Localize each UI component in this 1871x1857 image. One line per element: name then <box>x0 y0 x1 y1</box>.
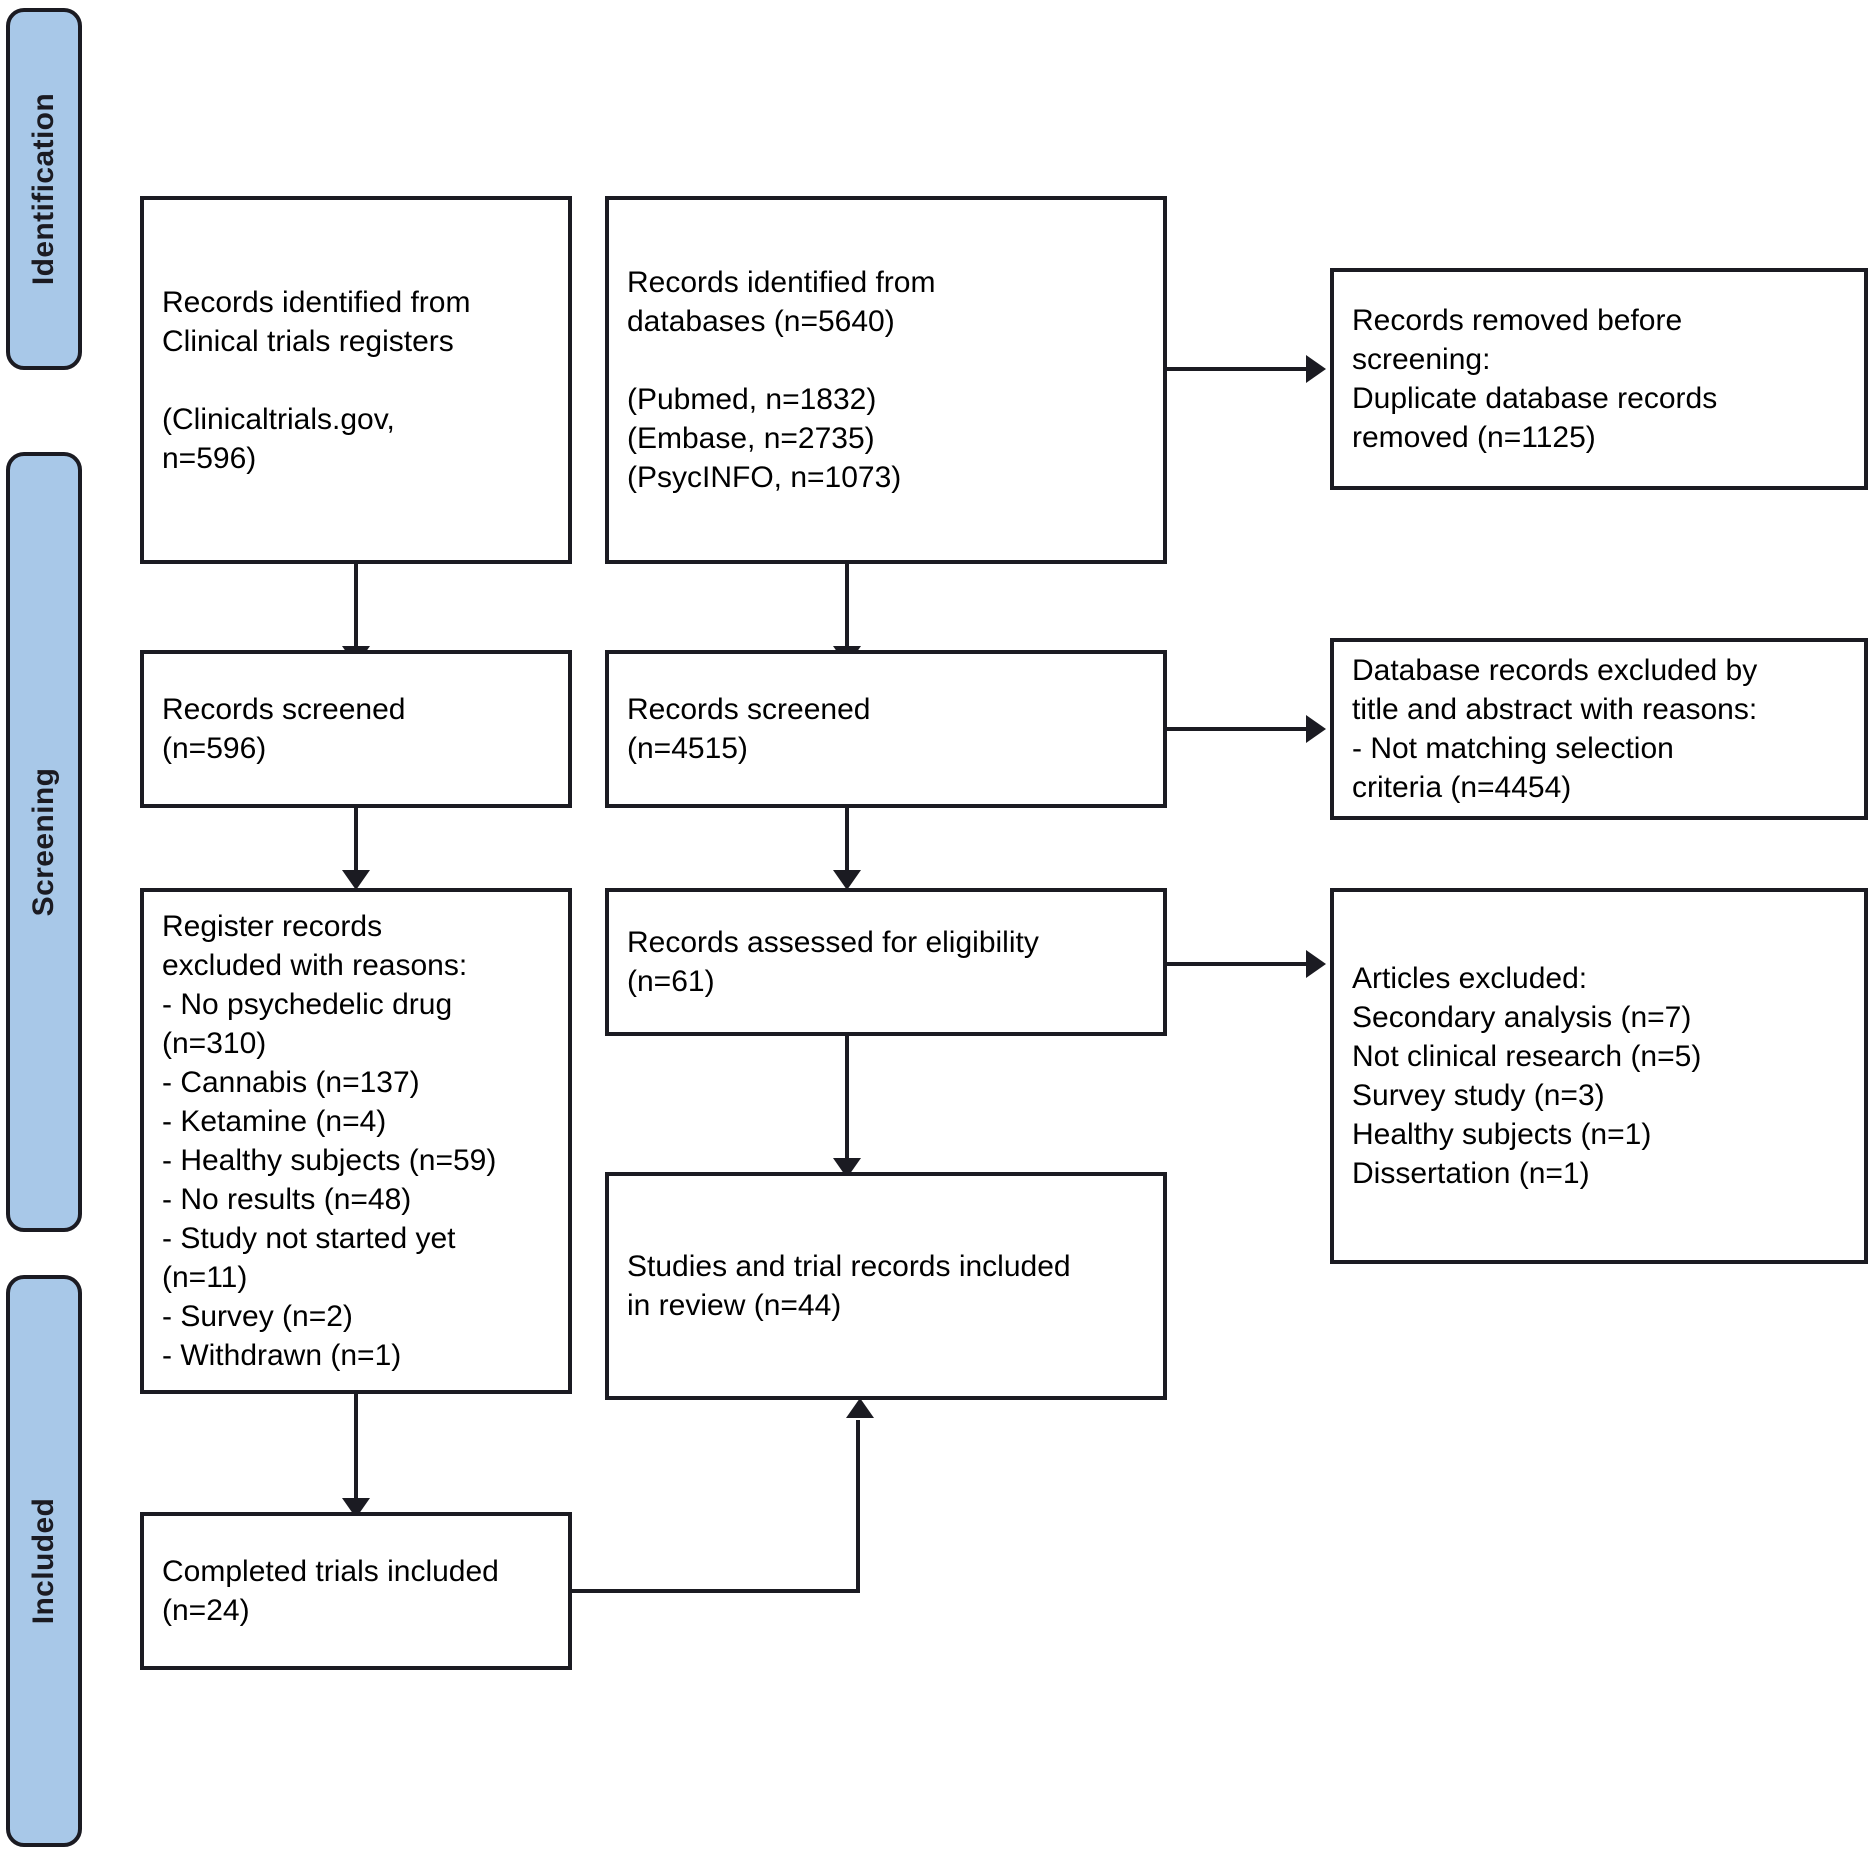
phase-bar-included: Included <box>6 1275 82 1847</box>
box-records-identified-registers: Records identified from Clinical trials … <box>140 196 572 564</box>
conn-completed-trials-elbow-h <box>570 1589 860 1593</box>
conn-registers-identified-to-screened <box>354 564 358 652</box>
conn-eligibility-to-articles-excluded <box>1167 962 1310 966</box>
box-completed-trials-included-text: Completed trials included (n=24) <box>162 1555 499 1627</box>
box-articles-excluded-text: Articles excluded: Secondary analysis (n… <box>1352 962 1702 1190</box>
box-articles-excluded: Articles excluded: Secondary analysis (n… <box>1330 888 1868 1264</box>
phase-label-screening: Screening <box>27 767 60 917</box>
box-records-identified-registers-text: Records identified from Clinical trials … <box>162 285 471 475</box>
phase-label-identification: Identification <box>27 92 60 286</box>
phase-label-included: Included <box>27 1497 60 1625</box>
arrow-databases-screened-to-eligibility <box>833 870 861 890</box>
conn-registers-screened-to-excluded <box>354 808 358 876</box>
conn-register-excluded-to-completed-trials <box>354 1394 358 1504</box>
box-database-records-excluded: Database records excluded by title and a… <box>1330 638 1868 820</box>
box-studies-and-trial-records-included: Studies and trial records included in re… <box>605 1172 1167 1400</box>
box-records-screened-registers: Records screened (n=596) <box>140 650 572 808</box>
conn-databases-screened-to-eligibility <box>845 808 849 876</box>
phase-bar-screening: Screening <box>6 452 82 1232</box>
box-register-records-excluded: Register records excluded with reasons: … <box>140 888 572 1394</box>
box-records-removed-before-screening: Records removed before screening: Duplic… <box>1330 268 1868 490</box>
conn-completed-trials-elbow-v <box>856 1420 860 1592</box>
box-records-screened-databases: Records screened (n=4515) <box>605 650 1167 808</box>
arrow-databases-to-removed <box>1306 355 1326 383</box>
box-register-records-excluded-text: Register records excluded with reasons: … <box>162 910 497 1372</box>
box-records-removed-before-screening-text: Records removed before screening: Duplic… <box>1352 304 1718 454</box>
conn-databases-to-removed <box>1167 367 1310 371</box>
box-records-assessed-for-eligibility: Records assessed for eligibility (n=61) <box>605 888 1167 1036</box>
conn-eligibility-to-studies-included <box>845 1036 849 1164</box>
arrow-screened-to-excluded <box>1306 715 1326 743</box>
box-records-identified-databases-text: Records identified from databases (n=564… <box>627 266 936 494</box>
box-records-assessed-for-eligibility-text: Records assessed for eligibility (n=61) <box>627 926 1039 998</box>
arrow-eligibility-to-articles-excluded <box>1306 950 1326 978</box>
conn-screened-to-excluded <box>1167 727 1310 731</box>
arrow-completed-trials-to-studies-included <box>846 1398 874 1418</box>
box-database-records-excluded-text: Database records excluded by title and a… <box>1352 654 1758 804</box>
phase-bar-identification: Identification <box>6 8 82 370</box>
box-records-identified-databases: Records identified from databases (n=564… <box>605 196 1167 564</box>
box-completed-trials-included: Completed trials included (n=24) <box>140 1512 572 1670</box>
box-studies-and-trial-records-included-text: Studies and trial records included in re… <box>627 1250 1071 1322</box>
conn-databases-identified-to-screened <box>845 564 849 652</box>
arrow-registers-screened-to-excluded <box>342 870 370 890</box>
box-records-screened-registers-text: Records screened (n=596) <box>162 693 406 765</box>
box-records-screened-databases-text: Records screened (n=4515) <box>627 693 871 765</box>
